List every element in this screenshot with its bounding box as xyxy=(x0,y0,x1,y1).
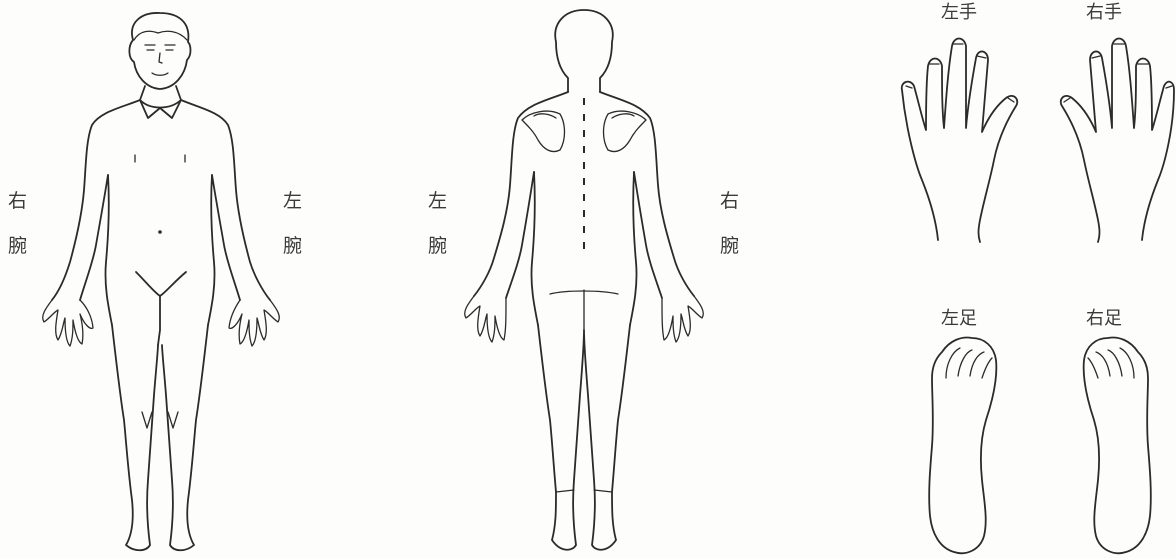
front-knees xyxy=(142,412,178,428)
back-ankles xyxy=(556,490,612,492)
front-neck xyxy=(140,86,181,118)
back-right-hand xyxy=(662,296,703,342)
right-hand-label: 右手 xyxy=(1086,4,1122,22)
front-right-arm-label-1: 右 xyxy=(8,192,27,211)
left-foot-outline xyxy=(929,338,996,554)
front-chest-marks xyxy=(135,155,185,162)
front-navel xyxy=(158,230,162,234)
left-foot-label: 左足 xyxy=(941,310,977,328)
left-foot-toes xyxy=(946,348,992,378)
back-right-arm-label-1: 右 xyxy=(720,192,739,211)
right-hand-outline xyxy=(1061,39,1174,243)
right-foot-outline xyxy=(1084,338,1151,554)
front-hair xyxy=(134,31,187,40)
left-hand-outline xyxy=(902,39,1018,243)
front-body-figure xyxy=(43,13,280,550)
front-face-features xyxy=(145,45,175,75)
right-hand-nails xyxy=(1064,44,1172,102)
front-groin xyxy=(136,272,186,345)
right-foot-figure xyxy=(1084,338,1151,554)
back-head-outline xyxy=(555,10,613,92)
back-left-arm-label-1: 左 xyxy=(428,192,447,211)
back-legs xyxy=(538,325,630,550)
back-left-arm-label-2: 腕 xyxy=(428,237,447,256)
front-right-arm-label-2: 腕 xyxy=(8,237,27,256)
left-foot-figure xyxy=(929,338,996,554)
right-hand-figure xyxy=(1061,39,1174,243)
front-left-arm-label-2: 腕 xyxy=(283,237,302,256)
left-hand-nails xyxy=(906,44,1014,102)
back-inner-arms xyxy=(506,172,662,298)
left-hand-label: 左手 xyxy=(941,4,977,22)
front-left-hand xyxy=(229,300,279,346)
back-left-hand xyxy=(465,296,506,342)
front-legs xyxy=(112,325,208,550)
right-foot-label: 右足 xyxy=(1086,310,1122,328)
back-right-scapula xyxy=(604,111,647,151)
front-torso-left-outline xyxy=(52,100,140,300)
left-hand-figure xyxy=(902,39,1018,243)
back-torso-right-outline xyxy=(600,92,694,296)
front-right-hand xyxy=(43,300,93,346)
back-body-figure xyxy=(465,10,704,550)
front-left-arm-label-1: 左 xyxy=(283,192,302,211)
back-right-arm-label-2: 腕 xyxy=(720,237,739,256)
right-foot-toes xyxy=(1088,348,1134,378)
back-left-scapula xyxy=(522,111,565,151)
back-torso-left-outline xyxy=(474,92,568,296)
front-torso-right-outline xyxy=(181,100,270,300)
front-head-outline xyxy=(129,13,190,89)
